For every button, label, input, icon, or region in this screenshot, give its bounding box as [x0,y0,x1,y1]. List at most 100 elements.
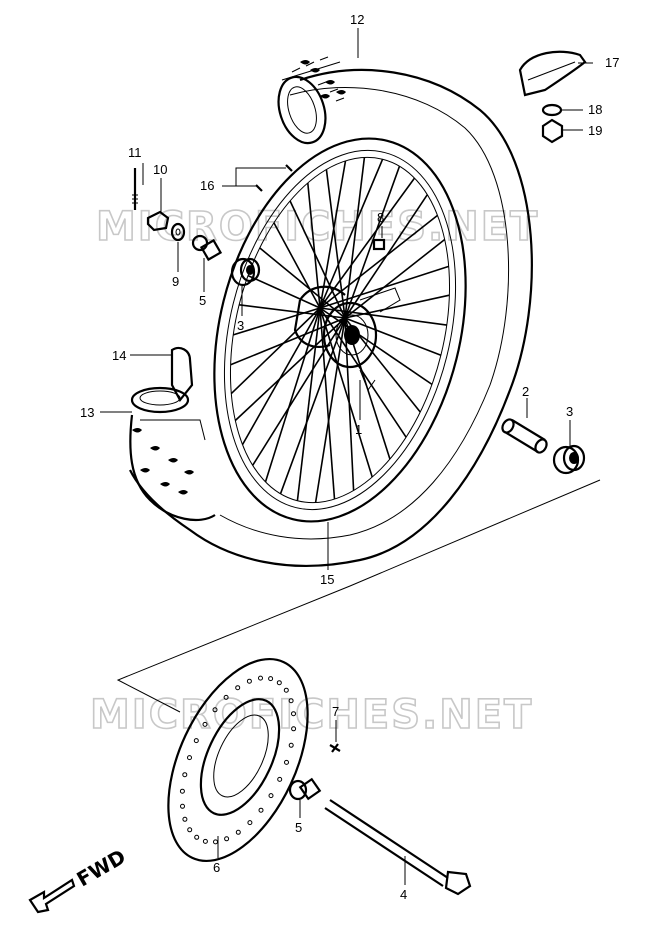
spoke [230,307,321,395]
spoke [264,307,321,483]
disc-hole [268,793,274,799]
part-16-screws [255,164,293,192]
part-2-spacer [501,418,548,454]
tire [129,56,533,567]
disc-hole [193,738,199,744]
callout-14: 14 [112,348,126,363]
callout-10: 10 [153,162,167,177]
part-9-washer [170,222,186,242]
tire-section-bottom [129,414,216,522]
part-6-brake-disc [167,657,309,863]
callout-5-bottom: 5 [295,820,302,835]
spoke [319,307,373,478]
callout-16: 16 [200,178,214,193]
callout-7: 7 [332,704,339,719]
disc-hole [258,675,263,681]
disc-hole [235,829,241,835]
part-11-valve [132,168,138,210]
disc-hole [247,820,253,826]
disc-hole [291,726,297,732]
disc-hole [180,803,185,809]
part-17-rim-lock [518,50,587,97]
callout-1: 1 [355,422,362,437]
disc-hole [213,839,218,845]
watermark-top: MICROFICHES.NET [96,204,539,250]
disc-hole [202,838,208,844]
disc-hole [283,687,289,693]
part-8-bolt [372,238,386,251]
callout-8: 8 [377,210,384,225]
spoke [279,317,346,495]
spoke [319,265,449,309]
disc-hole [212,707,218,713]
part-3-bearing-left [230,257,261,287]
callout-3-left: 3 [237,318,244,333]
disc-hole [223,694,229,700]
fwd-label: FWD [73,844,130,891]
disc-hole [187,755,192,761]
spoke [259,247,346,319]
spoke [241,307,321,445]
disc-hole [276,680,282,686]
spoke [344,157,366,319]
callout-18: 18 [588,102,602,117]
disc-hole [258,807,264,813]
callout-15: 15 [320,572,334,587]
disc-hole [268,676,274,682]
part-5-collar-bottom [288,777,322,801]
disc-hole [288,742,294,748]
callout-2: 2 [522,384,529,399]
callout-6: 6 [213,860,220,875]
callout-11: 11 [128,145,142,160]
watermark-bottom: MICROFICHES.NET [90,692,533,738]
spoke [319,158,384,309]
spoke [289,200,346,319]
spoke [230,317,346,366]
callout-5-top: 5 [199,293,206,308]
part-10-nut [146,210,170,232]
spoke [344,317,355,491]
spoke [314,317,346,503]
spoke [234,317,346,422]
disc-hole [224,836,230,842]
callout-17: 17 [605,55,619,70]
part-7-disc-bolt [329,743,341,753]
tire-section-top [277,56,346,145]
callout-13: 13 [80,405,94,420]
disc-hole [246,678,252,684]
spoke [344,317,442,356]
callout-19: 19 [588,123,602,138]
part-13-tube-section [130,386,190,414]
spoke [344,238,446,319]
callout-3-right: 3 [566,404,573,419]
explode-lines [116,479,601,713]
disc-hole [179,788,185,794]
callouts: 12 11 10 16 8 9 5 3 17 18 19 14 13 1 2 3… [80,12,619,902]
disc-hole [277,776,283,782]
spoke [319,214,438,309]
spoke [319,307,336,500]
disc-hole [235,685,241,691]
disc-hole [202,721,208,727]
spoke [319,307,447,326]
disc-hole [182,816,188,822]
disc-hole [182,772,188,778]
spoke [239,304,346,319]
hub [293,285,401,392]
spoke [344,165,401,319]
callout-4: 4 [400,887,407,902]
spoke [296,307,321,501]
disc-hole [288,698,294,704]
part-4-axle [324,799,472,896]
fwd-arrow-icon: FWD [28,844,130,914]
part-19-nut [541,118,564,144]
spoke [252,317,346,466]
spoke [319,160,347,309]
part-18-washer [541,103,563,117]
part-3-bearing-right [552,444,586,475]
disc-hole [291,711,296,717]
callout-9: 9 [172,274,179,289]
callout-12: 12 [350,12,364,27]
disc-hole [187,827,193,833]
